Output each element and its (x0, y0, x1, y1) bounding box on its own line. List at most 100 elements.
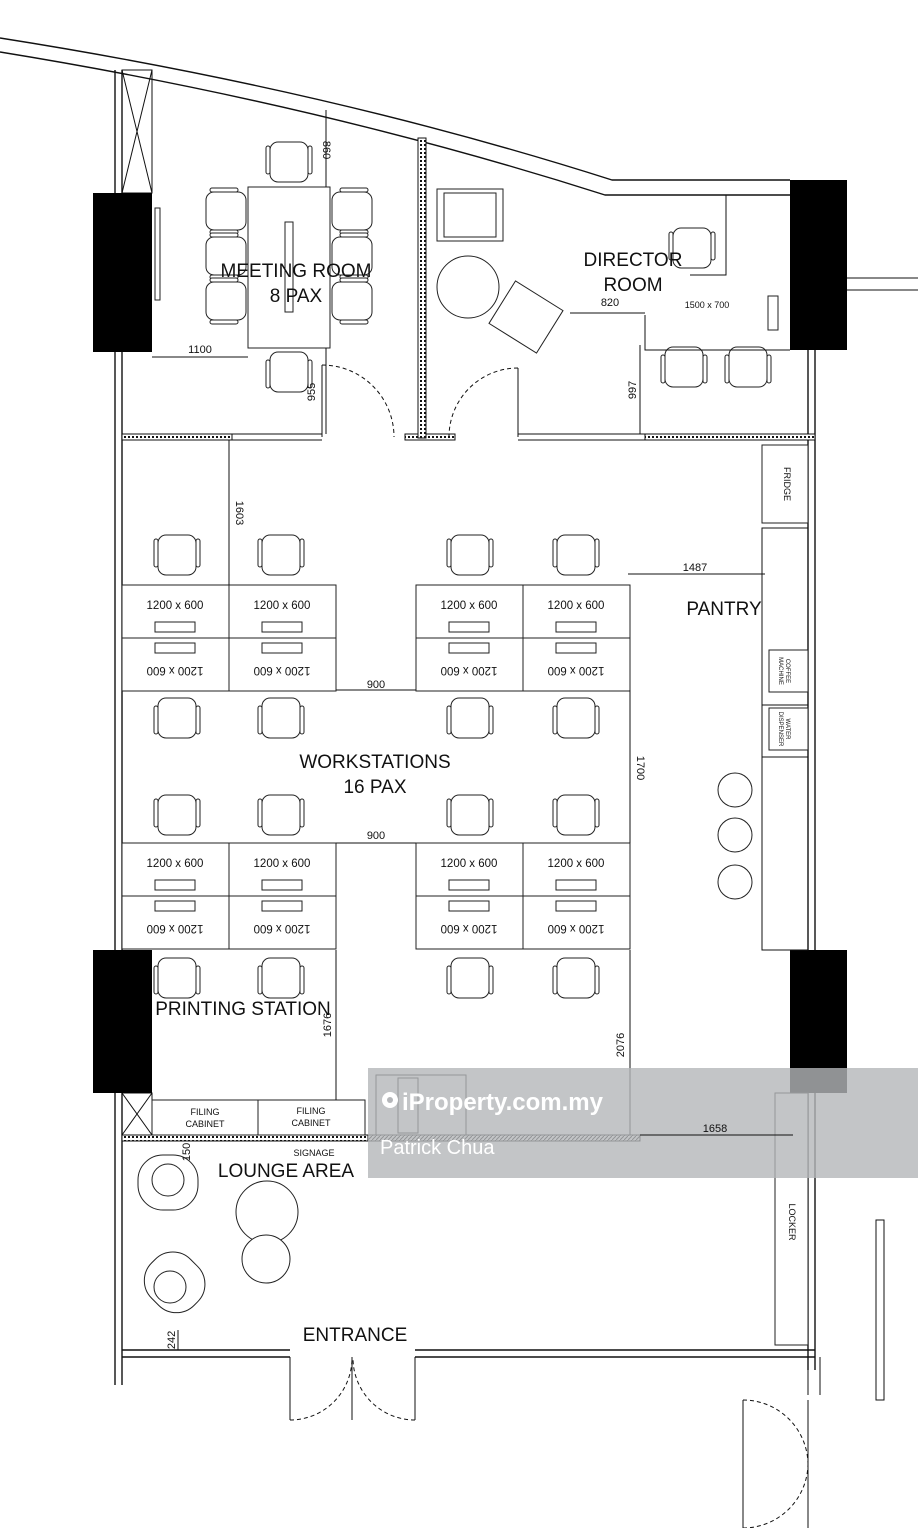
filing-cabinet-label: FILING (190, 1107, 219, 1117)
meeting-room-label: MEETING ROOM (221, 261, 372, 282)
monitor (555, 642, 597, 654)
pantry-label: PANTRY (686, 599, 762, 620)
water-dispenser-label: WATER (784, 719, 790, 741)
chair (257, 957, 305, 999)
desk-size-label: 1200 x 600 (548, 922, 605, 934)
monitor (154, 621, 196, 633)
filing-cabinet-label: FILING (296, 1106, 325, 1116)
dim-955: 955 (306, 383, 318, 401)
chair (446, 534, 494, 576)
monitor (154, 642, 196, 654)
doors (289, 364, 809, 1528)
location-pin-icon (382, 1092, 398, 1108)
water-dispenser-label-2: DISPENSER (777, 712, 783, 747)
desk-size-label: 1200 x 600 (548, 664, 605, 676)
chair (724, 346, 772, 388)
chair (660, 346, 708, 388)
filing-cabinet-label-2: CABINET (291, 1118, 331, 1128)
pantry-counter (717, 444, 809, 951)
desk-size-label: 1200 x 600 (254, 600, 311, 612)
entrance-label: ENTRANCE (303, 1325, 408, 1346)
monitor (448, 900, 490, 912)
coffee-machine-label: COFFEE (784, 659, 790, 683)
desk-size-label: 1200 x 600 (147, 664, 204, 676)
locker-label: LOCKER (787, 1203, 797, 1241)
desk-size-label: 1200 x 600 (441, 858, 498, 870)
chair (153, 794, 201, 836)
chair (205, 277, 247, 325)
filing-cabinets (151, 1099, 366, 1136)
dim-2076: 2076 (615, 1033, 627, 1057)
chair (446, 957, 494, 999)
dim-1603: 1603 (233, 501, 245, 525)
workstations-pax: 16 PAX (343, 777, 406, 798)
dim-1658: 1658 (703, 1123, 727, 1135)
monitor (555, 879, 597, 891)
dim-997: 997 (627, 381, 639, 399)
chair (446, 794, 494, 836)
desk-size-label: 1200 x 600 (441, 664, 498, 676)
monitor (154, 900, 196, 912)
director-room-label-2: ROOM (603, 275, 662, 296)
coffee-machine-label-2: MACHINE (777, 657, 783, 685)
desk-size-label: 1200 x 600 (147, 600, 204, 612)
monitor (261, 621, 303, 633)
column (93, 950, 152, 1093)
chair (257, 534, 305, 576)
desk-size-label: 1200 x 600 (147, 922, 204, 934)
chair (552, 697, 600, 739)
facade-curve (0, 37, 918, 291)
monitor (261, 900, 303, 912)
dim-900-upper: 900 (367, 679, 385, 691)
dim-1700: 1700 (634, 756, 646, 780)
chair (153, 957, 201, 999)
dim-150: 150 (181, 1143, 193, 1161)
chair (257, 697, 305, 739)
director-desk-size: 1500 x 700 (685, 300, 730, 310)
chair (668, 227, 716, 269)
dim-900-lower: 900 (367, 830, 385, 842)
desk-size-label: 1200 x 600 (147, 858, 204, 870)
chair (205, 187, 247, 235)
chair (331, 277, 373, 325)
monitor (448, 642, 490, 654)
printing-station-label: PRINTING STATION (155, 999, 331, 1020)
director-furniture (436, 188, 790, 354)
dim-1676: 1676 (322, 1013, 334, 1037)
column (93, 193, 152, 352)
chair (153, 697, 201, 739)
monitor (555, 900, 597, 912)
lounge-area-label: LOUNGE AREA (218, 1161, 355, 1182)
workstation-desks: 1200 x 600 1200 x 600 1200 x 600 1200 x 600… (121, 584, 631, 950)
filing-cabinet-label-2: CABINET (185, 1119, 225, 1129)
dim-242: 242 (166, 1331, 178, 1349)
monitor (448, 621, 490, 633)
monitor (555, 621, 597, 633)
monitor (154, 879, 196, 891)
monitor (261, 879, 303, 891)
chair (331, 187, 373, 235)
desk-size-label: 1200 x 600 (254, 858, 311, 870)
workstations-label: WORKSTATIONS (299, 752, 450, 773)
chair (257, 794, 305, 836)
chair (552, 534, 600, 576)
signage-label: SIGNAGE (293, 1148, 334, 1158)
chair (265, 351, 313, 393)
chair (552, 957, 600, 999)
column (790, 180, 847, 350)
dim-1487: 1487 (683, 562, 707, 574)
dim-1100: 1100 (188, 344, 212, 356)
desk-size-label: 1200 x 600 (441, 922, 498, 934)
dim-860: 860 (320, 141, 332, 159)
watermark-brand: iProperty.com.my (402, 1089, 604, 1116)
fridge-label: FRIDGE (782, 467, 792, 501)
desk-size-label: 1200 x 600 (548, 600, 605, 612)
chair (153, 534, 201, 576)
chair (331, 232, 373, 280)
director-room-label: DIRECTOR (584, 250, 683, 271)
chair (265, 141, 313, 183)
chair (552, 794, 600, 836)
desk-size-label: 1200 x 600 (254, 922, 311, 934)
chair (446, 697, 494, 739)
